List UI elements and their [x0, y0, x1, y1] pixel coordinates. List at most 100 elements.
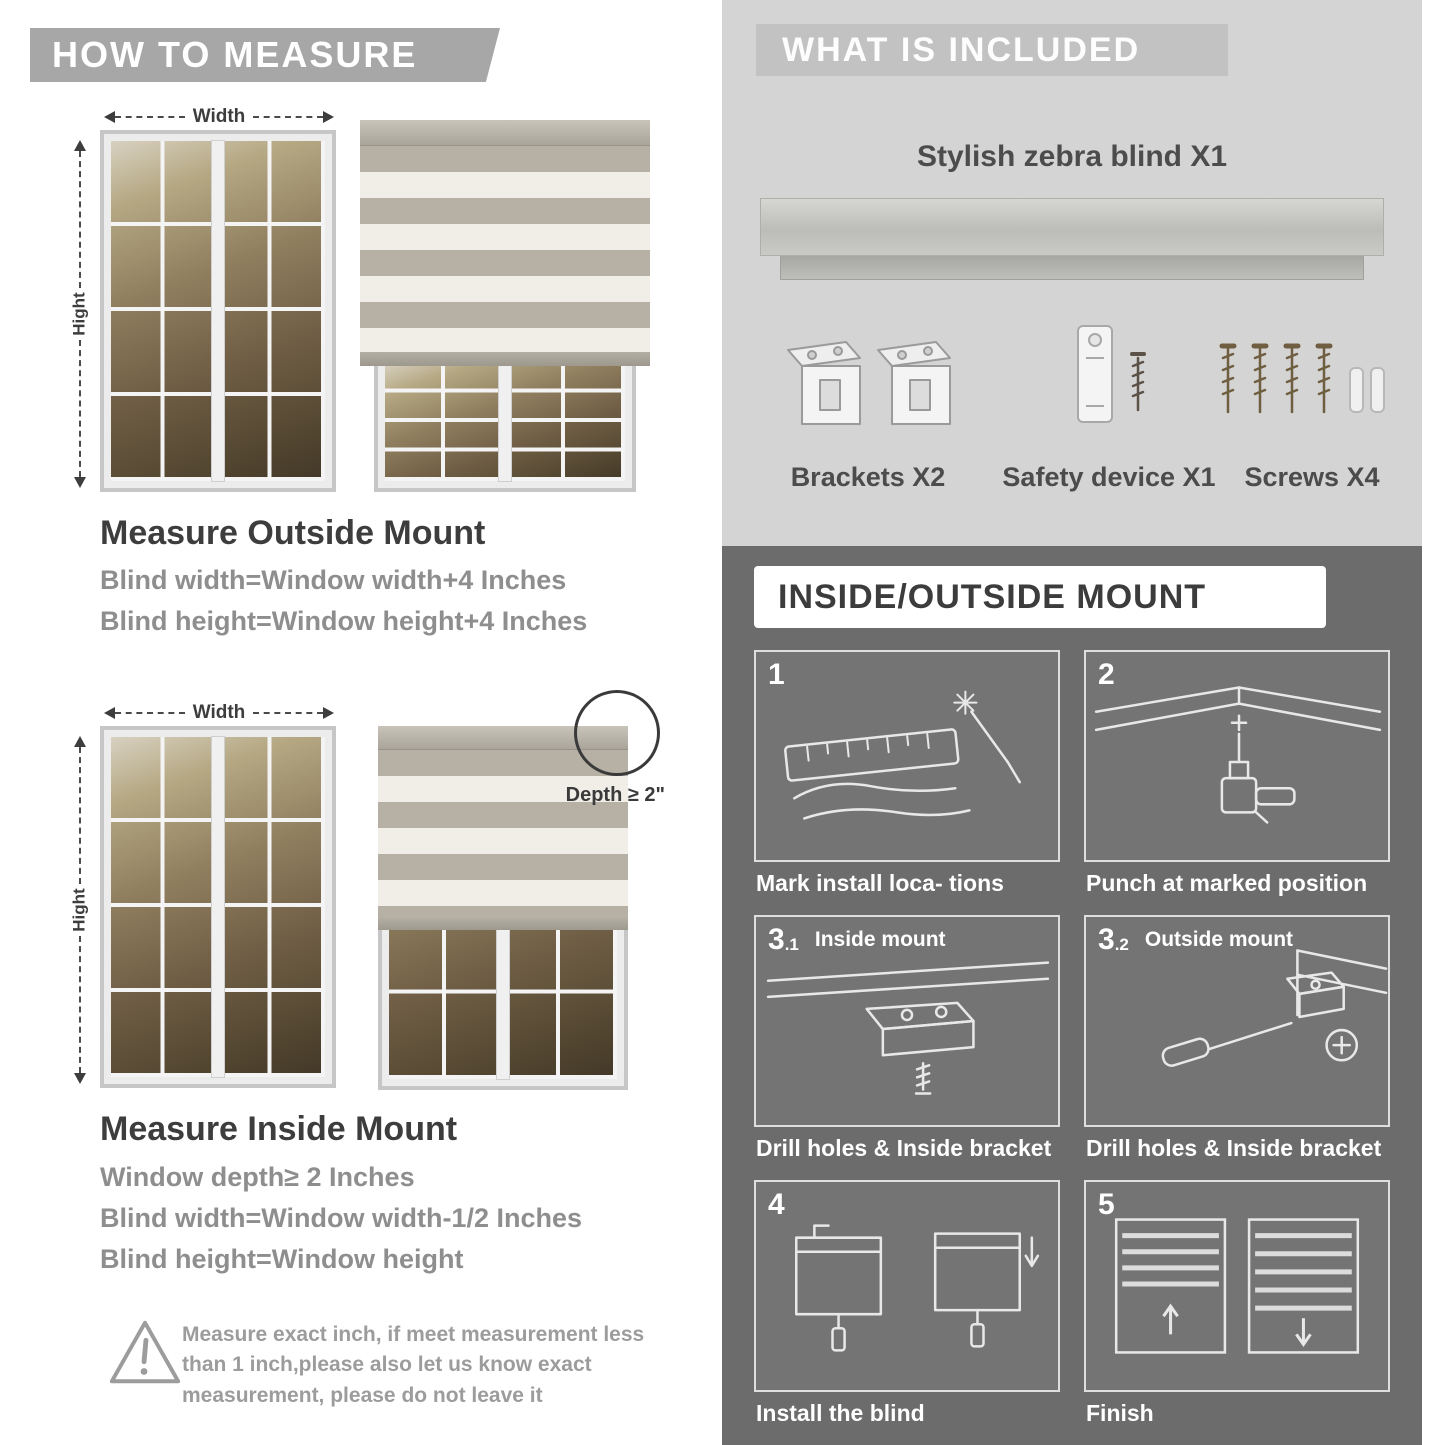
- step-3-2-head: 3 .2 Outside mount: [1098, 925, 1293, 955]
- outside-mount-line2: Blind height=Window height+4 Inches: [100, 606, 588, 636]
- outside-bracket-icon: [1161, 949, 1388, 1067]
- how-to-measure-section: HOW TO MEASURE Width Hight: [0, 0, 712, 1445]
- step-title: Outside mount: [1144, 928, 1294, 951]
- dash-line: [115, 116, 185, 118]
- warning-line3: measurement, please do not leave it: [182, 1383, 543, 1407]
- step-3-2-caption: Drill holes & Inside bracket: [1086, 1135, 1382, 1161]
- width-arrow: Width: [104, 702, 334, 724]
- mount-header-title: INSIDE/OUTSIDE MOUNT: [778, 577, 1207, 616]
- step-3-1-head: 3 .1 Inside mount: [768, 925, 946, 955]
- step-3-1-caption: Drill holes & Inside bracket: [756, 1135, 1052, 1161]
- step-number: 3: [1098, 923, 1115, 956]
- step-5: 5: [1084, 1180, 1390, 1439]
- inside-mount-line1: Window depth≥ 2 Inches: [100, 1162, 415, 1192]
- blind-stripes: [360, 146, 650, 352]
- window-glass: [385, 363, 625, 481]
- inside-mount-line2: Blind width=Window width-1/2 Inches: [100, 1203, 583, 1233]
- step-number: 1: [768, 658, 785, 691]
- step-2-caption: Punch at marked position: [1086, 870, 1368, 896]
- safety-device-icon: [1042, 318, 1172, 452]
- outside-mount-line1: Blind width=Window width+4 Inches: [100, 565, 567, 595]
- mount-instructions-section: INSIDE/OUTSIDE MOUNT 1: [722, 546, 1422, 1445]
- step-4-head: 4: [768, 1190, 785, 1220]
- finish-blinds-icon: [1114, 1218, 1360, 1354]
- drill-icon: [1094, 686, 1382, 824]
- height-arrow: Hight: [68, 140, 92, 488]
- install-blind-icon: [795, 1224, 1040, 1352]
- window-glass: [111, 737, 325, 1077]
- what-is-included-section: WHAT IS INCLUDED Stylish zebra blind X1: [722, 0, 1422, 546]
- step-4-panel: 4: [754, 1180, 1060, 1392]
- outside-mount-heading: Measure Outside Mount: [100, 514, 486, 552]
- blind-headrail-image: [760, 198, 1384, 256]
- step-1-panel: 1: [754, 650, 1060, 862]
- how-to-measure-banner: HOW TO MEASURE: [30, 28, 500, 82]
- what-is-included-banner: WHAT IS INCLUDED: [756, 24, 1228, 76]
- step-3-2-panel: 3 .2 Outside mount: [1084, 915, 1390, 1127]
- step-5-caption: Finish: [1086, 1400, 1154, 1426]
- brackets-label: Brackets X2: [790, 462, 946, 492]
- depth-callout-circle: [574, 690, 660, 776]
- width-label: Width: [192, 106, 246, 127]
- product-name: Stylish zebra blind X1: [916, 140, 1228, 173]
- step-number: 3: [768, 923, 785, 956]
- step-title: Inside mount: [814, 928, 946, 951]
- step-3-1: 3 .1 Inside mount: [754, 915, 1060, 1174]
- step-subnumber: .1: [784, 935, 799, 954]
- height-arrow: Hight: [68, 736, 92, 1084]
- window-glass: [111, 141, 325, 481]
- blind-outside-figure: [360, 120, 650, 492]
- dash-line: [253, 116, 323, 118]
- arrow-up-icon: [74, 140, 86, 151]
- inside-mount-heading: Measure Inside Mount: [100, 1110, 458, 1148]
- blind-bottomrail: [378, 918, 628, 930]
- inside-mount-line3: Blind height=Window height: [100, 1244, 464, 1274]
- step-4-caption: Install the blind: [756, 1400, 925, 1426]
- mount-header: INSIDE/OUTSIDE MOUNT: [754, 566, 1326, 628]
- step-5-panel: 5: [1084, 1180, 1390, 1392]
- zebra-blind: [360, 120, 650, 366]
- dash-line: [79, 747, 81, 884]
- warning-text: Measure exact inch, if meet measurement …: [182, 1320, 652, 1411]
- arrow-right-icon: [323, 707, 334, 719]
- warning-line2: than 1 inch,please also let us know exac…: [182, 1353, 592, 1377]
- step-1-head: 1: [768, 660, 785, 690]
- arrow-left-icon: [104, 707, 115, 719]
- step-number: 5: [1098, 1188, 1115, 1221]
- step-number: 4: [768, 1188, 785, 1221]
- step-3-1-panel: 3 .1 Inside mount: [754, 915, 1060, 1127]
- brackets-icon: [780, 326, 960, 452]
- what-is-included-title: WHAT IS INCLUDED: [782, 30, 1141, 69]
- arrow-down-icon: [74, 477, 86, 488]
- inside-bracket-icon: [766, 961, 1050, 1095]
- window-photo-partial: [374, 352, 636, 492]
- step-1-caption: Mark install loca- tions: [756, 870, 1004, 896]
- height-label: Hight: [70, 292, 89, 336]
- dash-line: [79, 151, 81, 288]
- mark-locations-icon: [784, 690, 1022, 820]
- step-number: 2: [1098, 658, 1115, 691]
- width-label: Width: [192, 702, 246, 723]
- step-2-panel: 2: [1084, 650, 1390, 862]
- width-arrow: Width: [104, 106, 334, 128]
- step-2-head: 2: [1098, 660, 1115, 690]
- warning-line1: Measure exact inch, if meet measurement …: [182, 1323, 645, 1346]
- how-to-measure-title: HOW TO MEASURE: [52, 34, 418, 75]
- dash-line: [79, 936, 81, 1073]
- arrow-right-icon: [323, 111, 334, 123]
- screws-icon: [1208, 326, 1394, 452]
- arrow-down-icon: [74, 1073, 86, 1084]
- arrow-left-icon: [104, 111, 115, 123]
- step-2: 2: [1084, 650, 1390, 909]
- blind-headrail: [360, 120, 650, 146]
- blind-headrail-lip: [780, 256, 1364, 280]
- warning-icon: [106, 1316, 186, 1392]
- safety-device-label: Safety device X1: [1002, 462, 1216, 492]
- dash-line: [253, 712, 323, 714]
- arrow-up-icon: [74, 736, 86, 747]
- blind-stripes: [378, 750, 628, 918]
- height-label: Hight: [70, 888, 89, 932]
- step-5-head: 5: [1098, 1190, 1115, 1220]
- mount-steps-grid: 1: [754, 650, 1390, 1439]
